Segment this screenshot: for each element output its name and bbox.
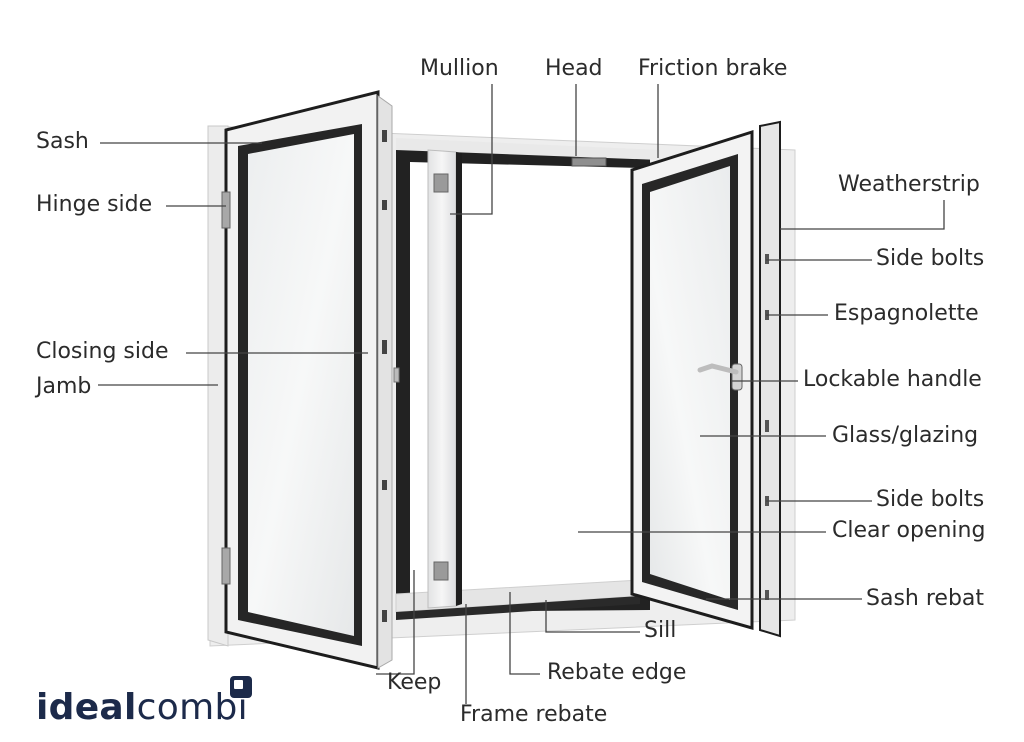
leader-lines xyxy=(98,84,945,704)
label-head: Head xyxy=(545,56,603,81)
label-side-bolts-bottom: Side bolts xyxy=(876,487,985,512)
logo-text-regular: combi xyxy=(136,687,248,728)
hinge-top xyxy=(221,191,231,229)
label-keep: Keep xyxy=(387,670,442,695)
label-frame-rebate: Frame rebate xyxy=(460,702,608,727)
label-weatherstrip: Weatherstrip xyxy=(838,172,980,197)
label-espagnolette: Espagnolette xyxy=(834,301,979,326)
label-closing-side: Closing side xyxy=(36,339,169,364)
keep-top xyxy=(433,173,449,193)
label-glass-glazing: Glass/glazing xyxy=(832,423,979,448)
logo-mark-icon xyxy=(230,676,252,698)
hinge-bottom xyxy=(221,547,231,585)
logo-text-bold: ideal xyxy=(36,687,137,728)
label-side-bolts-top: Side bolts xyxy=(876,246,985,271)
label-friction-brake: Friction brake xyxy=(638,56,788,81)
label-jamb: Jamb xyxy=(36,374,92,399)
brand-logo: idealcombi xyxy=(36,690,248,726)
label-lockable-handle: Lockable handle xyxy=(803,367,982,392)
label-sash: Sash xyxy=(36,129,89,154)
label-clear-opening: Clear opening xyxy=(832,518,986,543)
friction-brake xyxy=(571,157,607,167)
label-hinge-side: Hinge side xyxy=(36,192,153,217)
lockable-handle xyxy=(697,363,743,391)
label-mullion: Mullion xyxy=(420,56,499,81)
keep-bottom xyxy=(433,561,449,581)
left-sash xyxy=(207,90,400,670)
label-sill: Sill xyxy=(644,618,677,643)
label-sash-rebat: Sash rebat xyxy=(866,586,985,611)
right-sash xyxy=(630,120,781,638)
mullion xyxy=(427,149,462,609)
label-rebate-edge: Rebate edge xyxy=(547,660,687,685)
